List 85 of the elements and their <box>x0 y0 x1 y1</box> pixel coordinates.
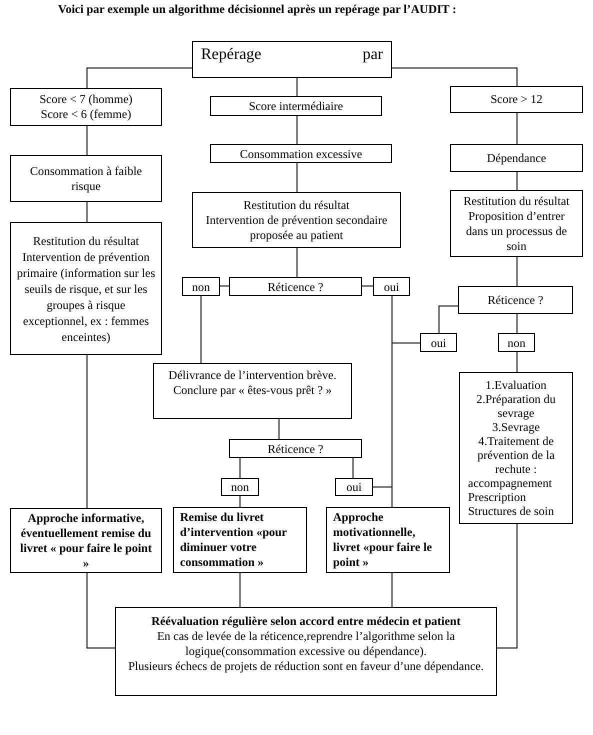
outcome-box <box>10 508 162 573</box>
box-text: Prescription <box>468 490 527 504</box>
decision-box <box>458 286 573 314</box>
box-text: Score intermédiaire <box>248 99 344 113</box>
connector-line <box>200 296 202 364</box>
box-text: 2.Préparation du sevrage <box>475 392 557 420</box>
box-text: oui <box>382 280 400 294</box>
box-text: Repérage par <box>201 45 383 65</box>
connector-line <box>296 248 298 278</box>
connector-line <box>516 112 518 144</box>
box-text: Dépendance <box>486 150 548 166</box>
category-box <box>450 144 583 172</box>
diagram-title: Voici par exemple un algorithme décisionnel après un repérage par l’AUDIT : <box>58 2 456 17</box>
box-text: Délivrance de l’intervention brève. <box>168 368 338 383</box>
box-text: Intervention de prévention primaire (information sur les seuils de risque, et sur les groupes à risque exceptionnel, ex : femmes enceintes) <box>16 248 156 344</box>
branch-box <box>335 478 373 496</box>
summary-box <box>115 607 497 696</box>
box-text: Consommation à faible risque <box>29 164 143 194</box>
box-text: non <box>230 480 250 494</box>
box-text: Réévaluation régulière selon accord entre médecin et patient <box>150 614 462 629</box>
box-text: Restitution du résultat <box>242 198 350 212</box>
box-text: Restitution du résultat <box>32 232 140 248</box>
decision-box <box>229 439 362 458</box>
box-text: Intervention de prévention secondaire proposée au patient <box>204 212 388 242</box>
box-text: 1.Evaluation <box>484 378 548 392</box>
box-text: 4.Traitement de prévention de la rechute : <box>476 434 556 476</box>
score-box <box>210 96 382 116</box>
box-text: accompagnement <box>468 476 553 490</box>
connector-line <box>392 68 518 86</box>
connector-line <box>86 202 88 222</box>
branch-box <box>221 478 259 496</box>
box-text: Consommation excessive <box>238 146 364 160</box>
outcome-box <box>326 507 450 573</box>
box-text: oui <box>345 480 363 494</box>
connector-line <box>278 418 280 440</box>
process-box <box>192 192 401 248</box>
score-box <box>10 88 162 126</box>
branch-box <box>420 333 457 352</box>
category-box <box>210 144 392 163</box>
connector-line <box>296 162 298 192</box>
box-text: 3.Sevrage <box>491 420 541 434</box>
box-text: En cas de levée de la réticence,reprendre l’algorithme selon la logique(consommation excessive ou dépendance). <box>156 629 456 659</box>
branch-box <box>182 277 220 296</box>
outcome-box <box>173 507 307 573</box>
branch-box <box>498 333 535 352</box>
box-text: non <box>506 336 526 350</box>
connector-line <box>516 172 518 190</box>
box-text: Réticence ? <box>266 280 324 294</box>
box-text: Conclure par « êtes-vous prêt ? » <box>172 383 333 398</box>
box-text: Score < 6 (femme) <box>40 107 132 122</box>
process-box <box>153 363 352 419</box>
connector-line <box>86 68 192 88</box>
box-text: Réticence ? <box>266 442 324 456</box>
box-text: Plusieurs échecs de projets de réduction sont en faveur d’une dépendance. <box>127 659 485 674</box>
box-text: Score < 7 (homme) <box>38 92 134 107</box>
connector-line <box>438 306 458 334</box>
connector-line <box>86 572 116 648</box>
connector-line <box>86 354 88 508</box>
steps-box <box>459 372 573 524</box>
connector-line <box>296 78 298 96</box>
process-box <box>10 222 162 355</box>
box-text: Approche motivationnelle, livret «pour faire le point » <box>333 510 433 570</box>
connector-line <box>372 486 392 508</box>
decision-box <box>229 277 362 296</box>
box-text: non <box>191 280 211 294</box>
box-text: Restitution du résultat <box>462 194 570 208</box>
connector-line <box>86 126 88 156</box>
box-text: Approche informative, éventuellement remise du livret « pour faire le point » <box>19 510 153 570</box>
box-text: Proposition d’entrer dans un processus de soin <box>465 208 568 254</box>
connector-line <box>352 458 354 478</box>
connector-line <box>496 524 518 648</box>
box-text: Réticence ? <box>486 292 544 308</box>
category-box <box>10 155 162 202</box>
connector-line <box>516 256 518 286</box>
box-text: Remise du livret d’intervention «pour diminuer votre consommation » <box>180 510 288 570</box>
connector-line <box>516 352 518 372</box>
branch-box <box>373 277 410 296</box>
box-text: Score > 12 <box>489 92 544 107</box>
score-box <box>450 86 583 113</box>
box-text: oui <box>430 336 448 350</box>
connector-line <box>296 116 298 144</box>
box-text: Structures de soin <box>468 504 555 518</box>
connector-line <box>516 314 518 334</box>
process-box <box>450 190 583 257</box>
heading-box <box>192 41 392 78</box>
